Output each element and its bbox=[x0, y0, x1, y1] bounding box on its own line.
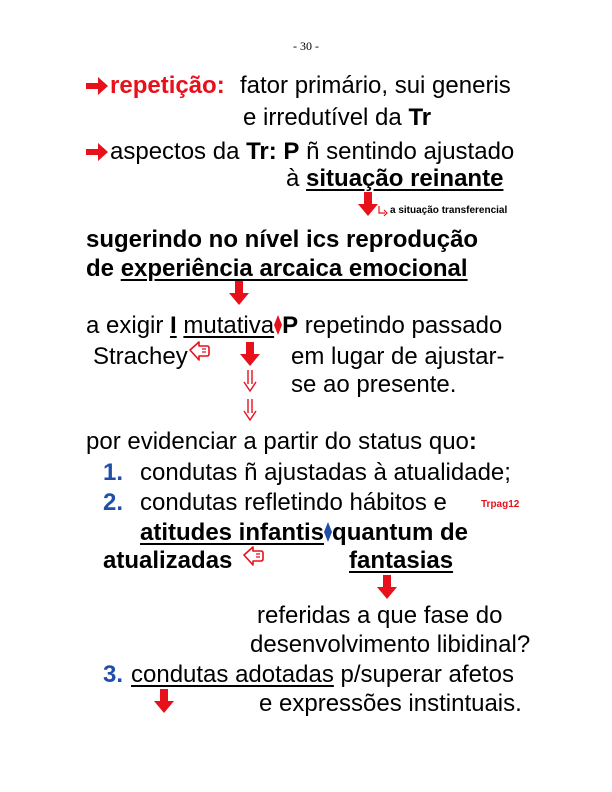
item-1-number: 1. bbox=[103, 459, 124, 486]
line-5-text: sugerindo no nível ics reprodução bbox=[86, 226, 479, 253]
line-17-text: e expressões instintuais. bbox=[259, 690, 522, 717]
down-arrow-icon bbox=[154, 689, 174, 713]
down-arrow-icon bbox=[377, 575, 397, 599]
note-trpag12: Trpag12 bbox=[481, 499, 520, 510]
note-situacao-transferencial: a situação transferencial bbox=[390, 205, 508, 216]
line-3-text: aspectos da Tr: P ñ sentindo ajustado bbox=[110, 138, 515, 165]
item-2-text: condutas refletindo hábitos e bbox=[140, 489, 447, 516]
line-15-text: desenvolvimento libidinal? bbox=[250, 631, 531, 658]
strachey-text: Strachey bbox=[93, 343, 188, 370]
line-6-text: de experiência arcaica emocional bbox=[86, 255, 468, 282]
corner-arrow-icon bbox=[378, 206, 388, 217]
line-14-text: referidas a que fase do bbox=[257, 602, 503, 629]
line-10-text: por evidenciar a partir do status quo: bbox=[86, 428, 477, 455]
hollow-down-arrow-icon bbox=[243, 399, 257, 422]
item-2-number: 2. bbox=[103, 489, 124, 516]
right-arrow-icon bbox=[86, 143, 108, 161]
item-3-text: condutas adotadas p/superar afetos bbox=[131, 661, 514, 688]
down-arrow-icon bbox=[229, 281, 249, 305]
line-1-text: fator primário, sui generis bbox=[240, 72, 511, 99]
line-8-text: em lugar de ajustar- bbox=[291, 343, 505, 370]
fantasias-text: fantasias bbox=[349, 547, 454, 574]
item-1-text: condutas ñ ajustadas à atualidade; bbox=[140, 459, 511, 486]
down-arrow-icon bbox=[240, 342, 260, 366]
line-9-text: se ao presente. bbox=[291, 371, 457, 398]
hand-pointer-icon bbox=[189, 341, 210, 361]
line-2-text: e irredutível da Tr bbox=[243, 104, 432, 131]
diamond-icon bbox=[324, 522, 333, 542]
hollow-down-arrow-icon bbox=[243, 370, 257, 393]
down-arrow-icon bbox=[358, 192, 378, 216]
line-4-text: à situação reinante bbox=[286, 165, 504, 192]
item-3-number: 3. bbox=[103, 661, 124, 688]
right-arrow-icon bbox=[86, 77, 108, 95]
atualizadas-text: atualizadas bbox=[103, 547, 233, 574]
keyword-repeticao: repetição: bbox=[110, 72, 225, 99]
hand-pointer-icon bbox=[243, 546, 264, 566]
page-number: - 30 - bbox=[293, 39, 319, 53]
diamond-icon bbox=[274, 315, 283, 335]
